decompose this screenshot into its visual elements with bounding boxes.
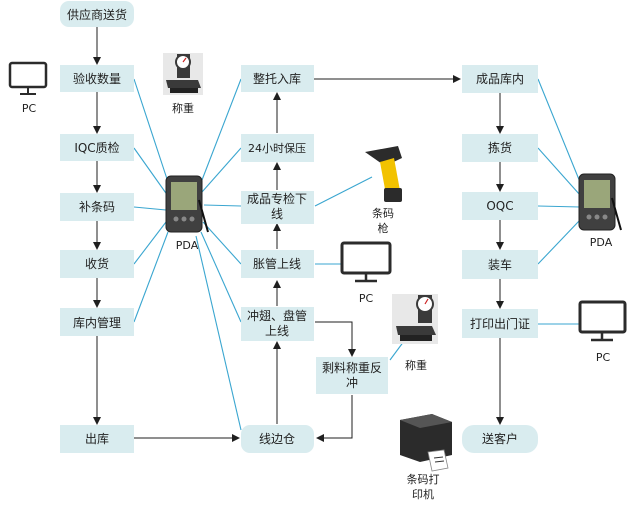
scale-icon (392, 294, 438, 344)
printer-label-1: 条码打 (407, 472, 440, 486)
node-oqc-label: OQC (486, 199, 513, 213)
monitor-icon (8, 61, 48, 95)
node-receipt-label: 收货 (85, 256, 109, 271)
node-receive-qty-label: 验收数量 (73, 71, 121, 86)
node-picking: 拣货 (462, 134, 538, 162)
node-punch-line-label-2: 上线 (265, 324, 289, 338)
node-line-store-label: 线边仓 (259, 432, 295, 446)
pc-right-device: PC (578, 300, 627, 364)
scanner-label-2: 枪 (378, 221, 389, 235)
node-weigh-return: 剩料称重反 冲 (316, 357, 388, 394)
node-warehouse-mgmt: 库内管理 (60, 308, 134, 336)
node-receipt: 收货 (60, 250, 134, 278)
pc-left-label: PC (22, 102, 37, 115)
pda-icon (165, 175, 209, 233)
node-fg-inspect-label-1: 成品专检下 (247, 191, 307, 206)
node-oqc: OQC (462, 192, 538, 220)
node-pipe-line: 胀管上线 (241, 250, 314, 278)
scale-mid-label: 称重 (405, 358, 427, 372)
node-iqc-label: IQC质检 (74, 140, 119, 155)
pc-right-label: PC (596, 351, 611, 364)
node-hold24-label: 24小时保压 (248, 141, 306, 155)
scale-top-device: 称重 (163, 53, 203, 115)
pda-icon (578, 173, 622, 231)
node-warehouse-mgmt-label: 库内管理 (73, 315, 121, 330)
node-loading: 装车 (462, 250, 538, 279)
node-punch-line: 冲翅、盘管 上线 (241, 307, 314, 341)
label-printer-icon (400, 414, 452, 472)
node-hold24: 24小时保压 (241, 134, 314, 162)
node-barcode-fix: 补条码 (60, 193, 134, 221)
pc-mid-label: PC (359, 292, 374, 305)
node-loading-label: 装车 (488, 257, 512, 272)
node-supplier-label: 供应商送货 (67, 7, 127, 22)
node-weigh-return-label-2: 冲 (346, 375, 358, 390)
scanner-label-1: 条码 (372, 206, 394, 220)
printer-label-2: 印机 (412, 487, 434, 501)
scale-mid-device: 称重 (392, 294, 438, 372)
node-punch-line-label-1: 冲翅、盘管 (247, 308, 307, 323)
pda-left-device: PDA (165, 175, 209, 252)
pc-left-device: PC (8, 61, 48, 115)
node-pallet-in-label: 整托入库 (253, 71, 301, 86)
node-fg-inspect-label-2: 线 (271, 207, 283, 221)
node-iqc: IQC质检 (60, 134, 134, 161)
monitor-icon (340, 241, 392, 283)
node-fg-warehouse-label: 成品库内 (476, 71, 524, 86)
node-outbound-label: 出库 (85, 431, 109, 446)
node-supplier: 供应商送货 (60, 1, 134, 27)
scale-top-label: 称重 (172, 101, 194, 115)
node-barcode-fix-label: 补条码 (79, 200, 115, 214)
node-print-pass: 打印出门证 (462, 309, 538, 338)
node-pallet-in: 整托入库 (241, 65, 314, 92)
node-fg-warehouse: 成品库内 (462, 65, 538, 93)
pda-right-label: PDA (590, 236, 613, 249)
pc-mid-device: PC (340, 241, 392, 305)
node-deliver-label: 送客户 (482, 431, 518, 446)
flow-arrows (93, 27, 504, 442)
node-fg-inspect: 成品专检下 线 (241, 191, 314, 224)
node-deliver: 送客户 (462, 425, 538, 453)
pda-left-label: PDA (176, 239, 199, 252)
pda-right-device: PDA (578, 173, 622, 249)
node-receive-qty: 验收数量 (60, 65, 134, 92)
scale-icon (163, 53, 203, 95)
node-pipe-line-label: 胀管上线 (253, 256, 301, 271)
barcode-scanner-icon (365, 146, 402, 202)
monitor-icon (578, 300, 627, 342)
node-outbound: 出库 (60, 425, 134, 453)
printer-device: 条码打 印机 (400, 414, 452, 501)
node-print-pass-label: 打印出门证 (470, 316, 530, 331)
node-weigh-return-label-1: 剩料称重反 (322, 361, 382, 375)
scanner-device: 条码 枪 (365, 146, 402, 235)
node-line-store: 线边仓 (241, 425, 314, 453)
node-picking-label: 拣货 (488, 140, 512, 155)
